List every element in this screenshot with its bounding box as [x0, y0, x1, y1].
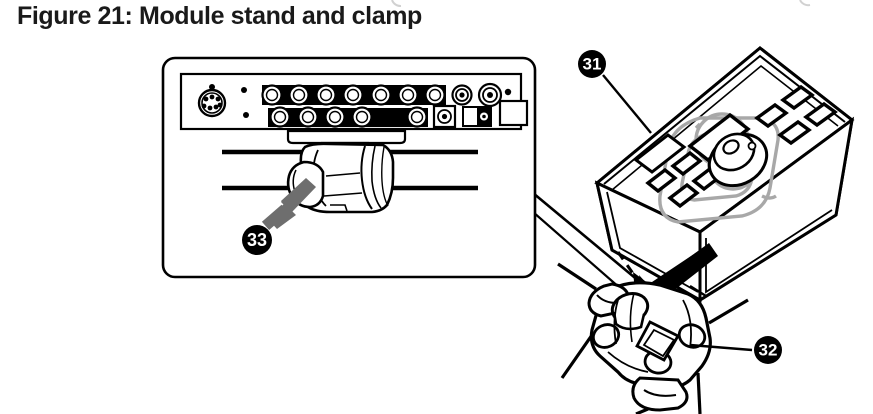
module-buttons-left — [645, 150, 724, 209]
callout-31-label: 31 — [583, 55, 602, 74]
callout-33: 33 — [242, 225, 272, 255]
bottom-row-ports — [269, 106, 428, 128]
callout-32: 32 — [689, 336, 782, 364]
rear-connector-panel — [179, 72, 529, 131]
bnc-connectors — [451, 82, 503, 108]
page-crop-marks — [391, 0, 811, 7]
module-center-button — [687, 112, 751, 163]
module-buttons-right — [754, 84, 838, 146]
clamp-assembly — [286, 142, 395, 214]
blank-plate — [498, 99, 529, 127]
power-jack — [432, 104, 457, 129]
module-control-unit — [594, 46, 855, 303]
switch-block — [462, 106, 492, 127]
din-connector — [197, 84, 227, 118]
bottom-row-recess — [268, 108, 428, 127]
module-stand-assembly — [557, 262, 749, 414]
detail-inset-panel: 33 — [161, 56, 537, 279]
top-row-ports — [261, 84, 446, 106]
module-indicator-led — [747, 141, 757, 151]
callout-32-label: 32 — [759, 341, 778, 360]
callout-33-label: 33 — [247, 230, 267, 250]
clamp-pointer-arrow — [261, 178, 316, 231]
figure-title: Figure 21: Module stand and clamp — [17, 2, 422, 30]
callout-31: 31 — [578, 50, 652, 134]
module-display — [633, 133, 687, 174]
panel-screws — [241, 87, 512, 121]
